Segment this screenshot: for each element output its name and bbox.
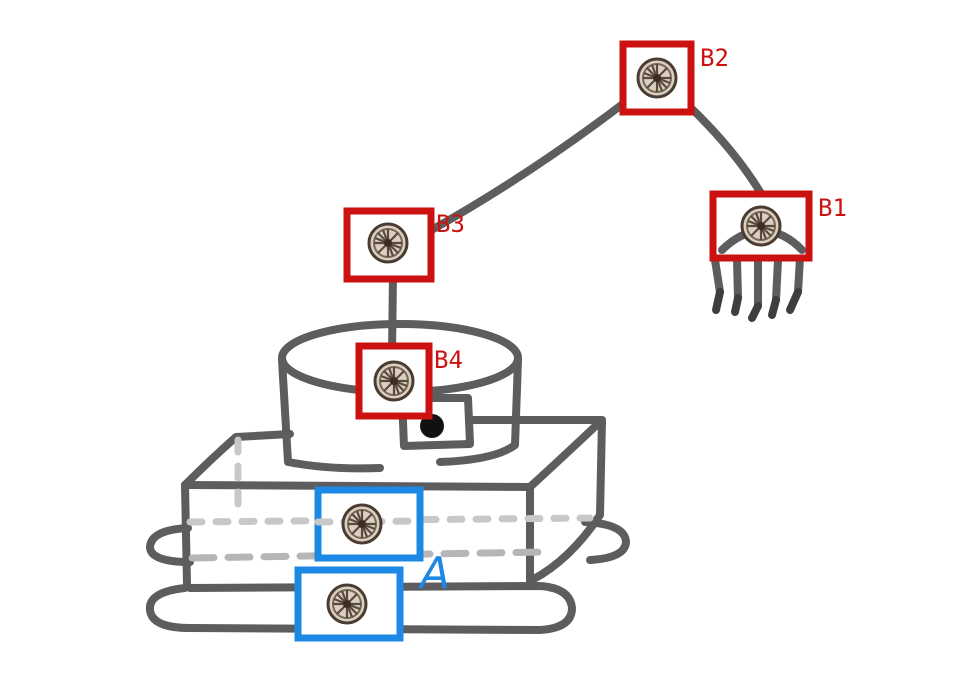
label-a: A (417, 548, 450, 599)
arm-links (388, 96, 766, 356)
joint-b2: B2 (619, 40, 729, 116)
wheel-icon (326, 583, 368, 625)
joint-a-lower (294, 566, 404, 642)
joint-a-upper (314, 486, 424, 562)
camera-lens-icon (420, 414, 444, 438)
label-b4: B4 (434, 346, 463, 374)
joint-b3: B3 (343, 207, 465, 283)
joint-b1: B1 (709, 190, 847, 262)
joint-b4: B4 (355, 342, 463, 420)
track-base (145, 518, 630, 634)
label-b1: B1 (818, 194, 847, 222)
label-b2: B2 (700, 44, 729, 72)
wheel-icon (373, 360, 415, 402)
wheel-icon (636, 57, 678, 99)
wheel-icon (367, 222, 409, 264)
label-b3: B3 (436, 210, 465, 238)
wheel-icon (740, 205, 782, 247)
wheel-icon (341, 503, 383, 545)
